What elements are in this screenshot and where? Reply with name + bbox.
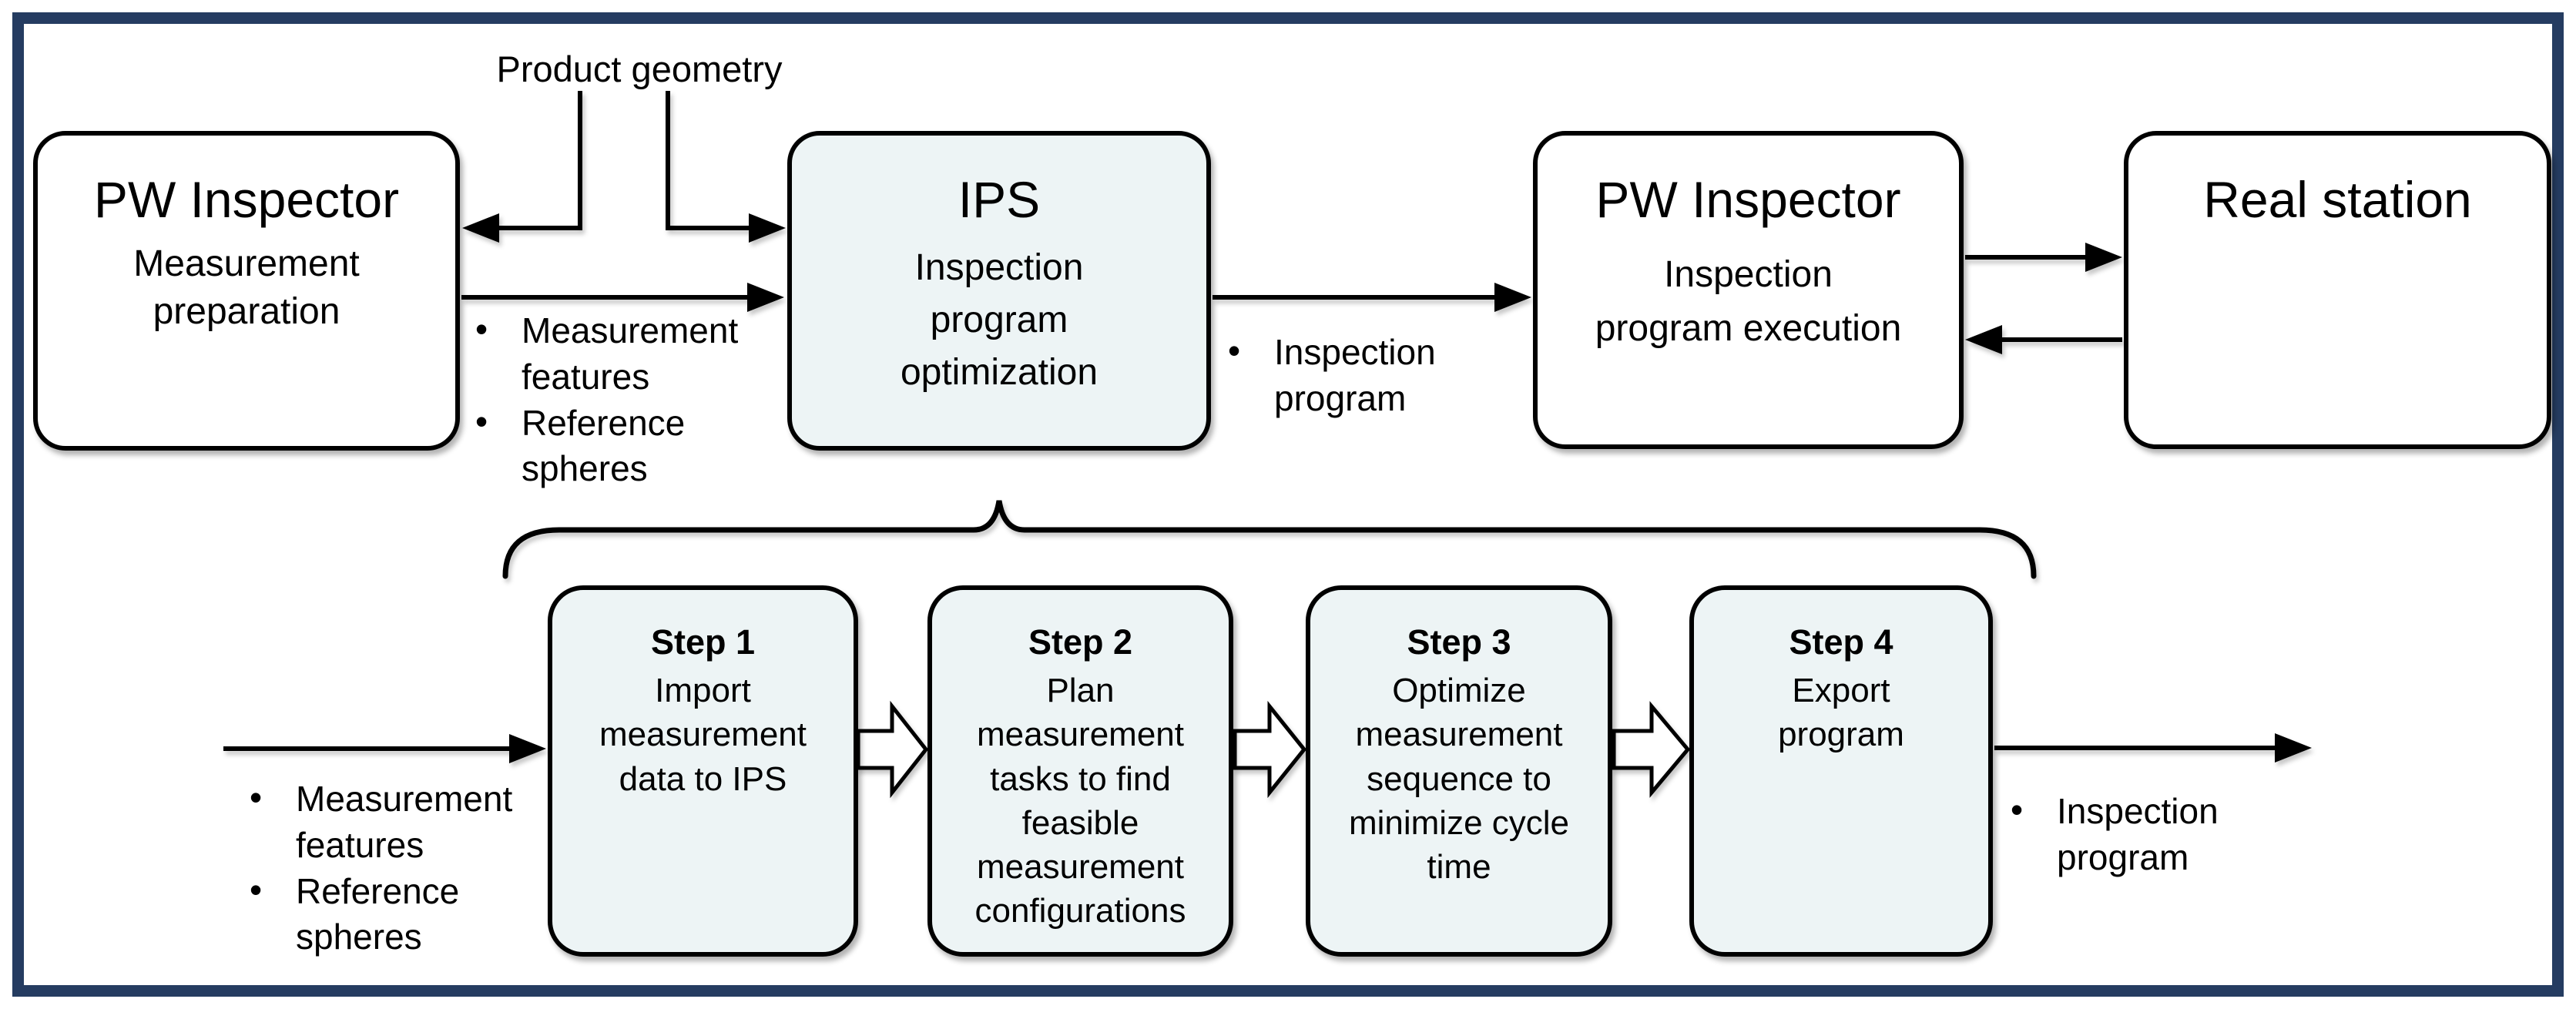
box-subtitle: Inspection program optimization bbox=[900, 246, 1098, 394]
bullets-inspection-program-top: Inspection program bbox=[1219, 328, 1496, 422]
box-real-station: Real station bbox=[2124, 131, 2551, 449]
step-body: Plan measurement tasks to find feasible … bbox=[974, 672, 1186, 930]
bullets-measurement-features-bottom: Measurement features Reference spheres bbox=[240, 775, 564, 961]
block-arrow-step2-step3 bbox=[1233, 700, 1307, 799]
arrow-product-geometry-to-pw-inspector bbox=[462, 91, 582, 243]
step-title: Step 3 bbox=[1407, 622, 1511, 662]
box-title: Real station bbox=[2203, 171, 2472, 228]
box-step-2: Step 2 Plan measurement tasks to find fe… bbox=[927, 585, 1233, 957]
step-body: Import measurement data to IPS bbox=[599, 672, 807, 798]
step-title: Step 1 bbox=[650, 622, 756, 662]
step-title: Step 4 bbox=[1789, 622, 1893, 662]
arrow-pw-prep-to-ips bbox=[461, 283, 784, 312]
bullet-item: Measurement features bbox=[466, 307, 774, 401]
arrow-real-station-to-pw-exec bbox=[1965, 325, 2122, 354]
box-title: IPS bbox=[958, 171, 1041, 228]
step-body: Optimize measurement sequence to minimiz… bbox=[1348, 672, 1570, 886]
arrow-product-geometry-to-ips bbox=[666, 91, 786, 243]
bullet-item: Measurement features bbox=[240, 775, 564, 869]
box-subtitle: Inspection program execution bbox=[1595, 253, 1902, 349]
brace-ips-steps bbox=[502, 500, 2037, 579]
arrow-step4-to-output bbox=[1994, 733, 2312, 763]
bullets-inspection-program-bottom: Inspection program bbox=[2001, 787, 2325, 881]
outer-frame bbox=[12, 12, 2564, 997]
box-title: PW Inspector bbox=[93, 171, 400, 228]
block-arrow-step3-step4 bbox=[1612, 701, 1691, 798]
arrow-input-to-step1 bbox=[223, 734, 546, 763]
step-body: Export program bbox=[1778, 672, 1904, 754]
box-step-3: Step 3 Optimize measurement sequence to … bbox=[1306, 585, 1612, 957]
box-pw-inspector-execution: PW Inspector Inspection program executio… bbox=[1533, 131, 1964, 449]
product-geometry-label: Product geometry bbox=[496, 49, 783, 89]
box-subtitle: Measurement preparation bbox=[133, 243, 360, 333]
box-step-4: Step 4 Export program bbox=[1689, 585, 1993, 957]
arrow-ips-to-pw-exec bbox=[1213, 283, 1531, 312]
box-title: PW Inspector bbox=[1595, 171, 1901, 228]
arrow-pw-exec-to-real-station bbox=[1965, 243, 2122, 272]
bullet-item: Inspection program bbox=[1219, 328, 1496, 422]
block-arrow-step1-step2 bbox=[856, 700, 929, 799]
bullet-item: Reference spheres bbox=[240, 867, 564, 961]
step-title: Step 2 bbox=[1028, 622, 1133, 662]
bullets-measurement-features-top: Measurement features Reference spheres bbox=[466, 307, 774, 493]
bullet-item: Reference spheres bbox=[466, 399, 774, 493]
bullet-item: Inspection program bbox=[2001, 787, 2325, 881]
box-pw-inspector-preparation: PW Inspector Measurement preparation bbox=[33, 131, 460, 451]
box-step-1: Step 1 Import measurement data to IPS bbox=[548, 585, 858, 957]
box-ips: IPS Inspection program optimization bbox=[787, 131, 1211, 451]
